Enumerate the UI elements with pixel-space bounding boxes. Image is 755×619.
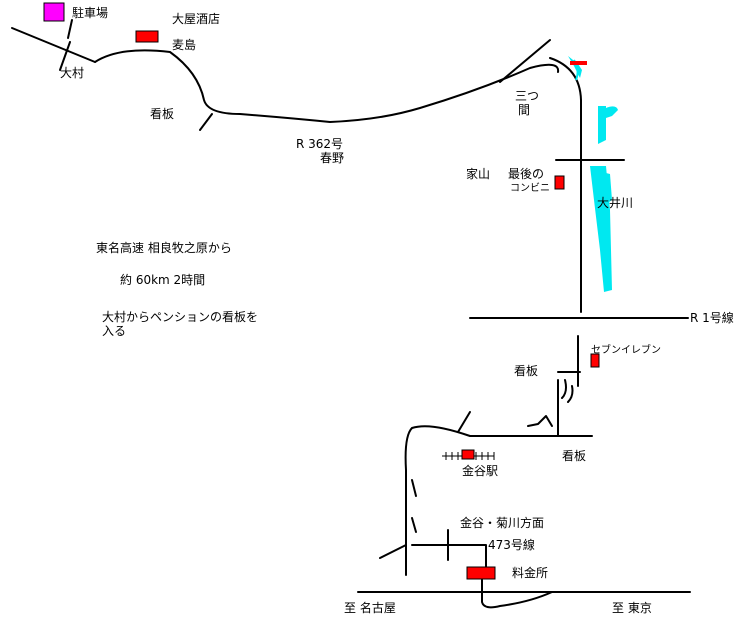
kanaya-road [404,425,593,576]
note-line-4: 入る [102,324,127,338]
last-konbini-marker [554,175,565,190]
label-to-nagoya: 至 名古屋 [344,601,396,615]
label-kanban-2: 看板 [514,364,539,378]
kanban-branch-1 [199,113,213,131]
oi-river [568,56,618,292]
tollgate-ramp [481,579,553,609]
tollgate-marker [466,566,496,580]
river-upper-curl [606,106,618,118]
label-route-362: R 362号 [296,137,344,151]
note-line-3: 大村からペンションの看板を [102,310,259,324]
label-mitsuma-2: 間 [518,103,531,117]
kanaya-branch [457,411,471,433]
label-last-konbini-2: コンビニ [510,183,550,194]
label-ieyama: 家山 [466,167,491,181]
label-oigawa: 大井川 [597,196,634,210]
route-362-road [94,49,560,123]
label-mugishima: 麦島 [172,38,197,52]
parking-marker [43,2,65,22]
label-kanaya-kikugawa: 金谷・菊川方面 [460,516,545,530]
oya-sakaten-marker [135,30,159,43]
label-route-1: R 1号線 [690,311,734,325]
small-road-hook [527,415,553,427]
river-main-side [602,172,612,204]
parking-access-road [67,19,73,39]
kanaya-tick-3 [379,544,407,559]
label-tollgate: 料金所 [512,566,549,580]
note-line-2: 約 60km 2時間 [120,273,206,287]
road-west-start [11,27,96,63]
label-haruno: 春野 [320,151,345,165]
label-kanban-1: 看板 [150,107,175,121]
river-upper-bar [598,106,606,144]
route-362-northeast [499,39,551,83]
label-oya-sakaten: 大屋酒店 [172,12,221,26]
seven-eleven-marker [590,353,600,368]
label-kanban-3: 看板 [562,449,587,463]
sign-marker [561,379,574,403]
route-473-road [411,544,487,569]
label-omura: 大村 [60,66,85,80]
kanaya-station-marker [461,449,475,460]
mitsuma-curve [549,57,582,313]
note-line-1: 東名高速 相良牧之原から [96,241,232,255]
label-kanaya-station: 金谷駅 [462,464,499,478]
label-route-473: 473号線 [488,538,535,552]
omura-branch [59,41,71,71]
label-last-konbini-1: 最後の [508,167,545,181]
kanaya-tick-2 [411,517,417,533]
mitsuma-marker [570,61,587,65]
river-upper [568,56,582,78]
label-to-tokyo: 至 東京 [612,601,652,615]
label-seven-eleven: セブンイレブン [591,345,661,356]
label-mitsuma-1: 三つ [515,89,540,103]
kanaya-tick-1 [411,479,417,497]
label-parking: 駐車場 [72,6,109,20]
